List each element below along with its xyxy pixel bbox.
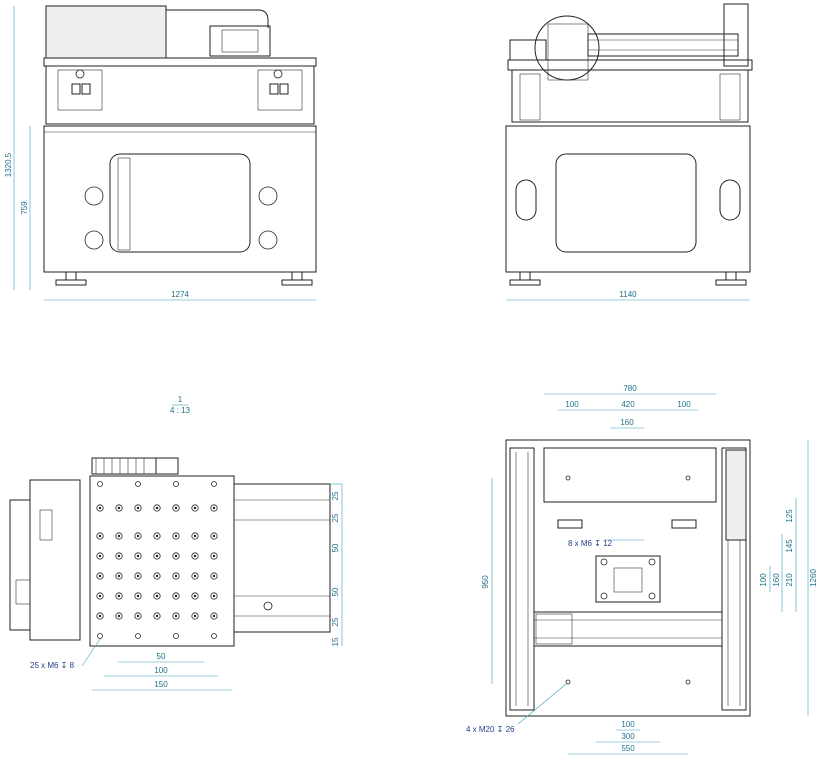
detail-dim-bottom-1: 50 xyxy=(157,652,166,661)
detail-dim-right-2: 25 xyxy=(331,513,340,522)
detail-hole xyxy=(211,633,217,639)
detail-hole xyxy=(173,481,179,487)
top-dim-right-145: 145 xyxy=(785,539,794,553)
detail-hole-center xyxy=(98,574,102,578)
detail-hole-center xyxy=(193,594,197,598)
detail-hole-center xyxy=(155,594,159,598)
top-dim-right-100: 100 xyxy=(759,573,768,587)
detail-hole xyxy=(135,633,141,639)
top-dim-bottom-550: 550 xyxy=(621,744,635,753)
detail-dim-bottom-2: 100 xyxy=(154,666,168,675)
detail-dim-right-3: 50 xyxy=(331,543,340,552)
detail-hole-center xyxy=(155,574,159,578)
detail-hole-pattern xyxy=(96,481,218,639)
detail-hole-center xyxy=(136,594,140,598)
detail-hole xyxy=(97,633,103,639)
top-dim-right-210: 210 xyxy=(785,573,794,587)
top-dim-right-125: 125 xyxy=(785,509,794,523)
detail-hole-callout: 25 x M6 ↧ 8 xyxy=(30,661,75,670)
detail-view xyxy=(9,457,343,691)
detail-hole-center xyxy=(193,534,197,538)
detail-dim-bottom-3: 150 xyxy=(154,680,168,689)
detail-hole-center xyxy=(136,574,140,578)
detail-hole-center xyxy=(212,534,216,538)
detail-hole-center xyxy=(155,506,159,510)
detail-hole-center xyxy=(212,506,216,510)
detail-hole-center xyxy=(117,506,121,510)
top-callout-bottom: 4 x M20 ↧ 26 xyxy=(466,725,515,734)
detail-dim-right-6: 15 xyxy=(331,637,340,646)
detail-hole-center xyxy=(98,534,102,538)
detail-hole-center xyxy=(212,614,216,618)
top-dim-100-right: 100 xyxy=(677,400,691,409)
detail-hole-center xyxy=(136,614,140,618)
detail-dim-right-5: 25 xyxy=(331,617,340,626)
detail-hole-center xyxy=(117,534,121,538)
detail-hole-center xyxy=(193,574,197,578)
detail-dim-right-1: 25 xyxy=(331,491,340,500)
detail-hole-center xyxy=(193,506,197,510)
detail-hole-center xyxy=(212,574,216,578)
top-dim-100-left: 100 xyxy=(565,400,579,409)
detail-scale-top: 1 xyxy=(178,395,183,404)
top-callout-mid: 8 x M6 ↧ 12 xyxy=(568,539,613,548)
top-dim-420: 420 xyxy=(621,400,635,409)
front-height-base: 759 xyxy=(20,201,29,215)
detail-hole-center xyxy=(98,554,102,558)
detail-hole-center xyxy=(174,554,178,558)
detail-hole-center xyxy=(174,594,178,598)
top-dim-bottom-100: 100 xyxy=(621,720,635,729)
detail-hole-center xyxy=(174,614,178,618)
detail-hole xyxy=(211,481,217,487)
detail-hole-center xyxy=(155,614,159,618)
detail-hole-center xyxy=(117,614,121,618)
detail-hole-center xyxy=(136,554,140,558)
detail-hole-center xyxy=(193,554,197,558)
detail-hole-center xyxy=(117,574,121,578)
top-dim-right-1260: 1260 xyxy=(809,569,818,587)
detail-hole-center xyxy=(174,534,178,538)
detail-hole-center xyxy=(98,594,102,598)
detail-hole-center xyxy=(117,594,121,598)
top-dim-left-950: 950 xyxy=(481,575,490,589)
detail-hole xyxy=(135,481,141,487)
detail-hole-center xyxy=(155,554,159,558)
front-width: 1274 xyxy=(171,290,189,299)
top-view xyxy=(491,393,809,755)
top-dim-780: 780 xyxy=(623,384,637,393)
detail-hole-center xyxy=(98,506,102,510)
top-dim-160: 160 xyxy=(620,418,634,427)
detail-hole-center xyxy=(155,534,159,538)
detail-hole xyxy=(97,481,103,487)
top-dim-bottom-300: 300 xyxy=(621,732,635,741)
front-height-total: 1320.5 xyxy=(4,152,13,177)
detail-scale-bottom: 4 : 13 xyxy=(170,406,191,415)
detail-hole xyxy=(173,633,179,639)
detail-dim-right-4: 50 xyxy=(331,587,340,596)
detail-hole-center xyxy=(174,506,178,510)
side-view xyxy=(505,3,753,301)
detail-hole-center xyxy=(193,614,197,618)
detail-hole-center xyxy=(174,574,178,578)
front-view xyxy=(13,5,317,301)
detail-hole-center xyxy=(117,554,121,558)
detail-hole-center xyxy=(212,554,216,558)
detail-hole-center xyxy=(98,614,102,618)
detail-hole-center xyxy=(136,534,140,538)
top-dim-right-160: 160 xyxy=(772,573,781,587)
detail-hole-center xyxy=(136,506,140,510)
side-width: 1140 xyxy=(619,290,637,299)
detail-hole-center xyxy=(212,594,216,598)
